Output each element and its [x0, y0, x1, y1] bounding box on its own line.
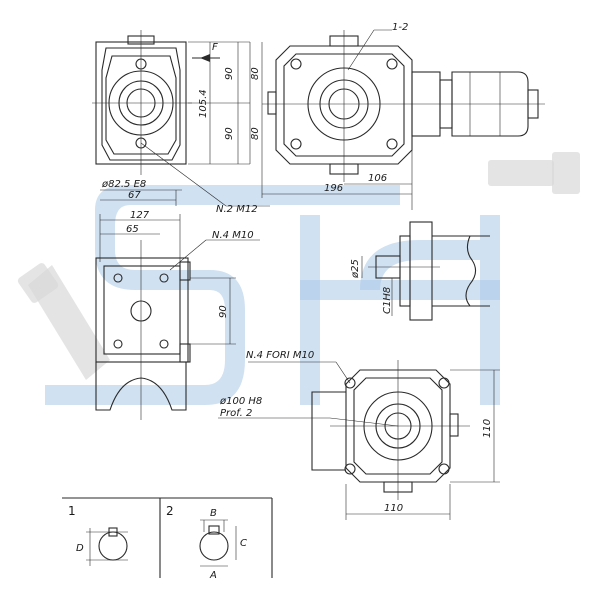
dim-shaft-25: ø25: [350, 259, 361, 279]
dim-110-vertical: 110: [482, 419, 493, 438]
front-view-bottom-right: [218, 360, 500, 520]
detail-1-label: 1: [68, 504, 76, 518]
horizontal-dimensions-top: [100, 142, 413, 210]
side-view-middle-left: [95, 214, 260, 420]
dim-90-side: 90: [218, 305, 229, 318]
detail-c-label: C: [240, 538, 247, 549]
profile-2-label: Prof. 2: [220, 408, 252, 419]
dim-110-horizontal: 110: [384, 503, 403, 514]
dim-67: 67: [128, 190, 141, 201]
drawing-labels: 1-2 F 90 80 90 80 105.4 106 196 ø82.5 E8…: [68, 22, 493, 581]
detail-d-label: D: [76, 543, 84, 554]
dim-65: 65: [126, 224, 139, 235]
dim-82-5-e8: ø82.5 E8: [101, 179, 146, 190]
dim-80-lower: 80: [250, 127, 261, 140]
holes-n4-fori-m10: N.4 FORI M10: [246, 350, 314, 361]
detail-2-label: 2: [166, 504, 174, 518]
holes-n2-m12: N.2 M12: [216, 204, 258, 215]
dim-127: 127: [130, 210, 150, 221]
part-reference-label: 1-2: [392, 22, 408, 33]
holes-n4-m10: N.4 M10: [212, 230, 254, 241]
shaft-detail: [361, 221, 490, 321]
plan-view-top-right: [262, 29, 545, 182]
dim-105-4: 105.4: [198, 89, 209, 118]
dim-80-upper: 80: [250, 67, 261, 80]
shaft-profile-details: [62, 497, 273, 578]
detail-b-label: B: [210, 508, 217, 519]
dim-c1h8: C1H8: [382, 287, 393, 314]
front-view-top-left: [92, 30, 220, 175]
dim-106: 106: [368, 173, 387, 184]
detail-a-label: A: [209, 570, 217, 581]
dim-90-lower: 90: [224, 127, 235, 140]
dim-90-upper: 90: [224, 67, 235, 80]
vertical-dimensions-top: [188, 41, 263, 165]
force-arrow-label: F: [212, 42, 218, 53]
dim-100-h8: ø100 H8: [219, 396, 262, 407]
dim-196: 196: [324, 183, 343, 194]
